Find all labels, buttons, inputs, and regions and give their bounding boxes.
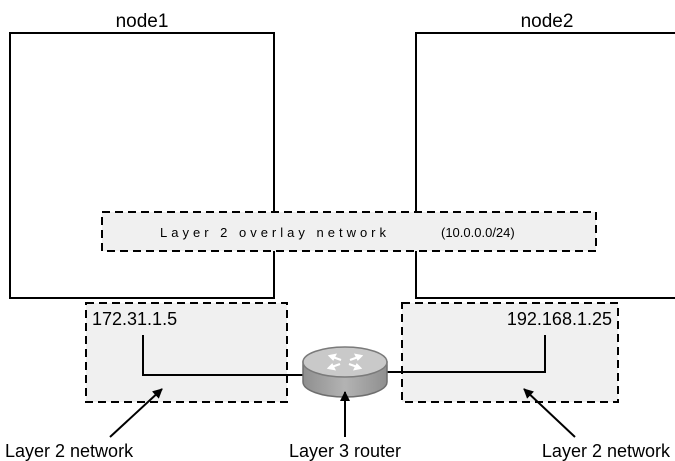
router-icon (302, 346, 388, 398)
right-network-caption: Layer 2 network (542, 441, 671, 461)
right-network-ip: 192.168.1.25 (507, 309, 612, 329)
router-caption: Layer 3 router (289, 441, 401, 461)
node1-label: node1 (116, 11, 169, 32)
node2-outline (415, 32, 675, 299)
right-link-line (385, 335, 546, 373)
left-network-box (85, 302, 288, 403)
left-network-ip: 172.31.1.5 (92, 309, 177, 329)
left-network-arrow (109, 388, 163, 438)
right-network-arrow (523, 388, 576, 438)
left-network-caption: Layer 2 network (5, 441, 134, 461)
overlay-network-label: Layer 2 overlay network (160, 225, 390, 240)
right-network-box (401, 302, 619, 403)
overlay-network-subnet: (10.0.0.0/24) (441, 225, 515, 240)
node2-label: node2 (521, 11, 574, 32)
node1-outline (9, 32, 275, 299)
overlay-network-box (101, 211, 597, 252)
left-link-line (142, 335, 305, 376)
